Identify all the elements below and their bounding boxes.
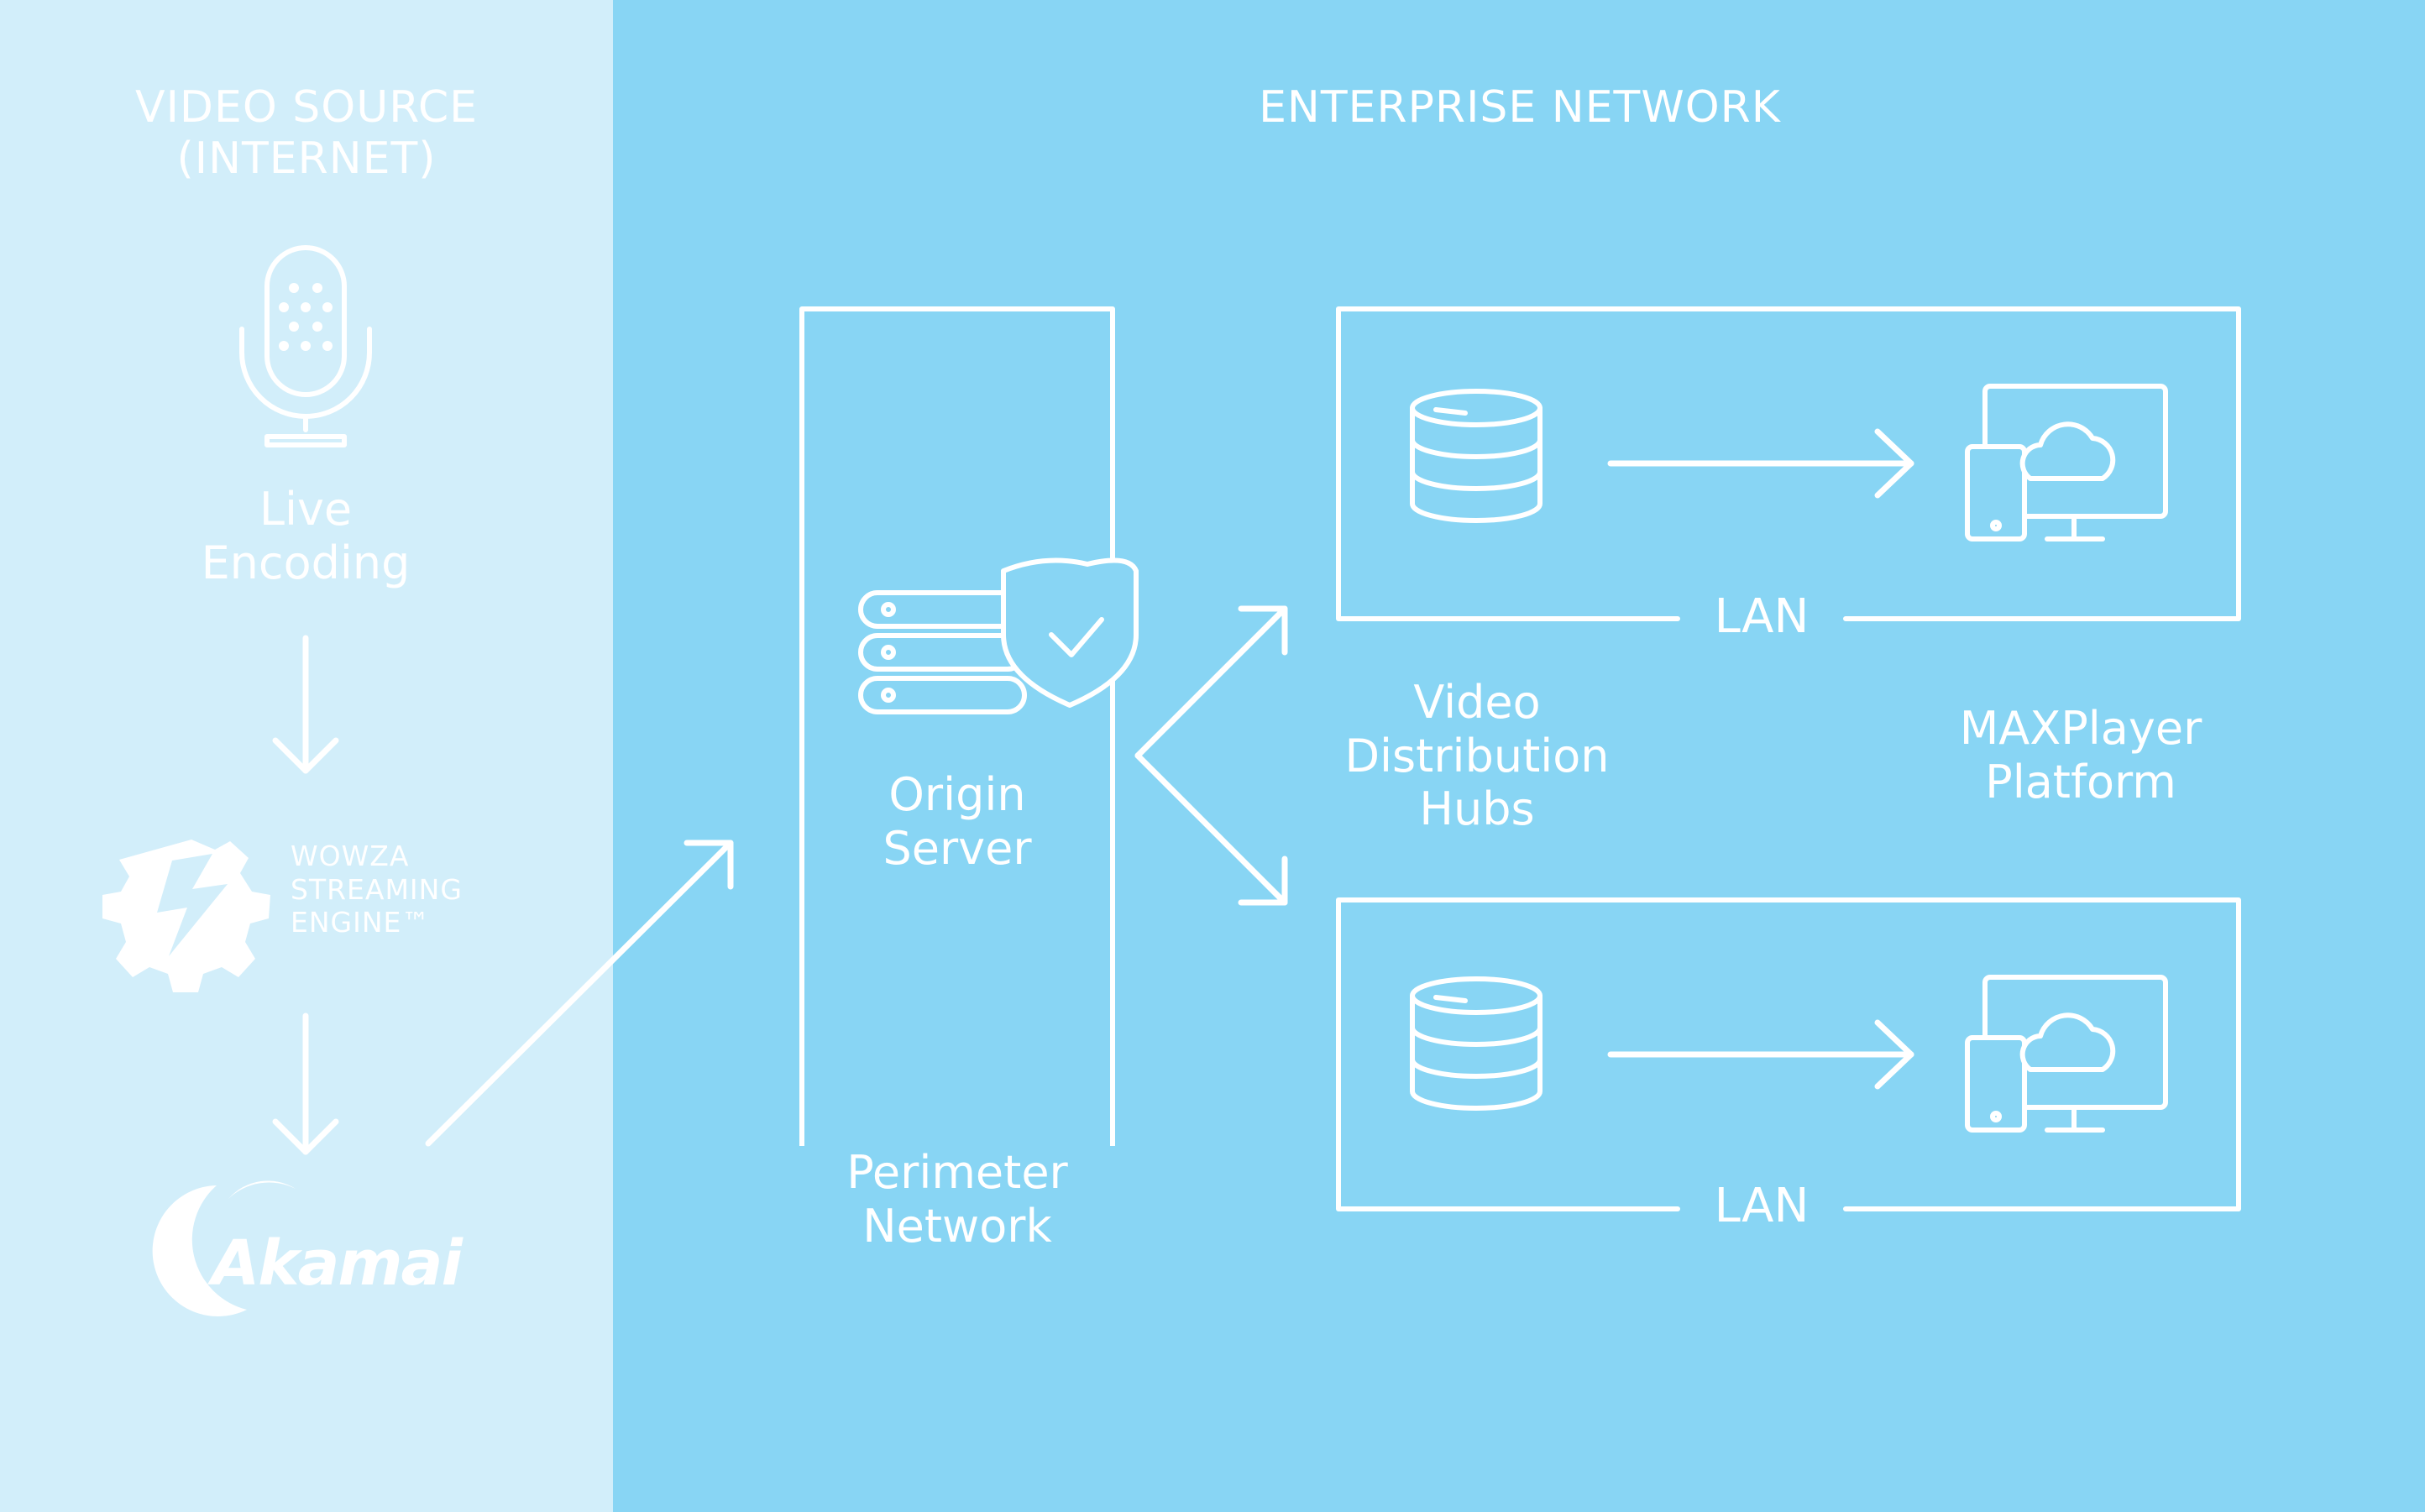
devices-cloud-icon — [1965, 975, 2168, 1133]
lan-box-top — [1336, 306, 2241, 621]
microphone-icon — [239, 245, 372, 447]
akamai-logo-icon — [152, 1180, 296, 1316]
perimeter-network-label: Perimeter Network — [789, 1146, 1125, 1253]
database-icon — [1410, 389, 1542, 523]
arrow-hub-to-platform-bottom — [1607, 1019, 1914, 1090]
wowza-label: WOWZA STREAMING ENGINE™ — [291, 840, 463, 939]
maxplayer-platform-label: MAXPlayer Platform — [1959, 702, 2202, 808]
arrow-origin-to-hub-bottom — [1134, 752, 1288, 906]
arrow-hub-to-platform-top — [1607, 428, 1914, 499]
origin-server-label: Origin Server — [883, 768, 1032, 875]
wowza-logo-icon — [102, 840, 270, 992]
arrow-wowza-to-akamai — [272, 1012, 339, 1155]
database-icon — [1410, 976, 1542, 1111]
devices-cloud-icon — [1965, 384, 2168, 541]
enterprise-network-title: ENTERPRISE NETWORK — [1259, 82, 1781, 133]
enterprise-network-panel — [613, 0, 2425, 1512]
live-encoding-label: Live Encoding — [201, 483, 411, 589]
lan-box-bottom — [1336, 897, 2241, 1211]
arrow-encoding-to-wowza — [272, 635, 339, 774]
lan-label-bottom: LAN — [1714, 1179, 1810, 1233]
lan-label-top: LAN — [1714, 589, 1810, 644]
arrow-origin-to-hub-top — [1134, 605, 1288, 759]
video-source-title: VIDEO SOURCE (INTERNET) — [135, 82, 478, 185]
perimeter-network-box — [799, 306, 1115, 1211]
arrow-akamai-to-origin — [425, 840, 734, 1147]
video-distribution-hubs-label: Video Distribution Hubs — [1344, 676, 1610, 836]
akamai-label: Akamai — [212, 1227, 463, 1300]
server-shield-icon — [858, 557, 1139, 714]
